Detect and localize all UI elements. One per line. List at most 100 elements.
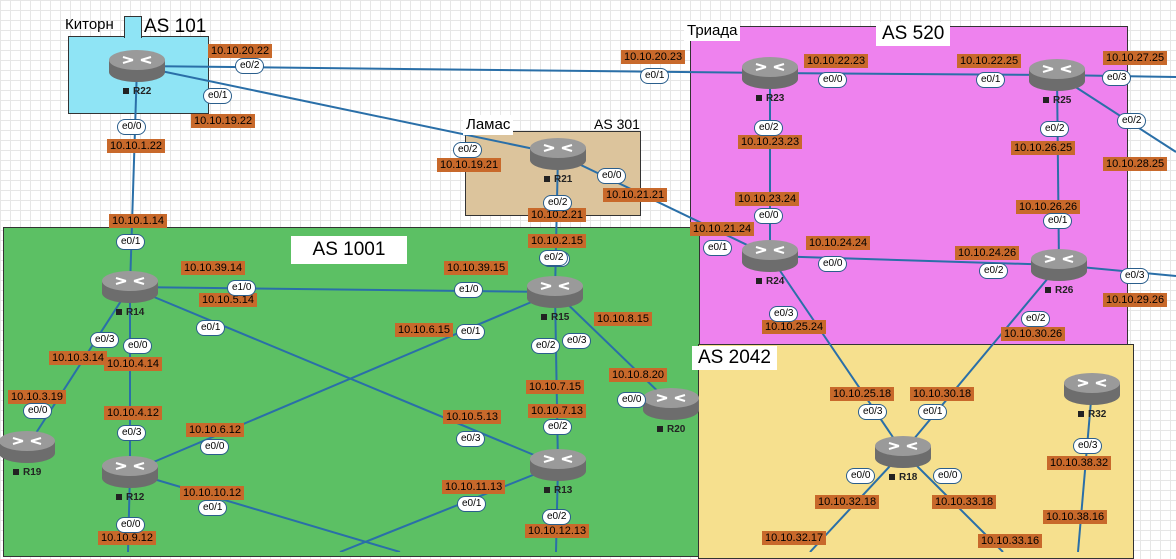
interface-badge: e0/0 [23, 403, 53, 419]
ip-address-label: 10.10.9.12 [98, 531, 156, 545]
ip-address-label: 10.10.5.14 [199, 293, 257, 307]
router-label-r14: R14 [116, 307, 144, 318]
router-label-r25: R25 [1043, 95, 1071, 106]
interface-badge: e0/0 [754, 208, 784, 224]
router-icon [530, 138, 586, 170]
zone-title-as301: AS 301 [594, 116, 640, 132]
interface-badge: e0/2 [453, 142, 483, 158]
router-icon [530, 449, 586, 481]
ip-address-label: 10.10.20.23 [621, 50, 686, 64]
interface-badge: e0/1 [1043, 213, 1073, 229]
link-r22-r23 [136, 65, 771, 74]
ip-address-label: 10.10.25.18 [830, 387, 895, 401]
ip-address-label: 10.10.28.25 [1103, 157, 1168, 171]
ip-address-label: 10.10.32.18 [815, 495, 880, 509]
ip-address-label: 10.10.10.12 [180, 486, 245, 500]
interface-badge: e0/0 [597, 168, 627, 184]
interface-badge: e0/3 [858, 404, 888, 420]
interface-badge: e0/1 [198, 500, 228, 516]
interface-badge: e0/3 [117, 425, 147, 441]
router-label-r21: R21 [544, 174, 572, 185]
interface-badge: e0/2 [979, 263, 1009, 279]
zone-title-as520: AS 520 [876, 22, 951, 46]
interface-badge: e0/3 [1102, 70, 1132, 86]
ip-address-label: 10.10.3.19 [8, 390, 66, 404]
ip-address-label: 10.10.1.22 [107, 139, 165, 153]
interface-badge: e0/0 [117, 119, 147, 135]
router-icon [742, 240, 798, 272]
ip-address-label: 10.10.2.15 [528, 234, 586, 248]
interface-badge: e0/3 [1073, 438, 1103, 454]
router-icon [527, 276, 583, 308]
zone-title-as101: AS 101 [144, 16, 207, 37]
router-label-r26: R26 [1045, 285, 1073, 296]
zone-title-as2042: AS 2042 [692, 346, 777, 370]
router-icon [643, 388, 699, 420]
ip-address-label: 10.10.39.14 [181, 261, 246, 275]
router-icon [1064, 373, 1120, 405]
link-r24-r18 [769, 255, 904, 453]
interface-badge: e0/0 [116, 517, 146, 533]
interface-badge: e0/2 [543, 195, 573, 211]
ip-address-label: 10.10.7.15 [526, 380, 584, 394]
interface-badge: e0/3 [562, 333, 592, 349]
ip-address-label: 10.10.4.12 [104, 406, 162, 420]
interface-badge: e0/3 [769, 306, 799, 322]
interface-badge: e0/3 [1120, 268, 1150, 284]
router-label-r18: R18 [889, 472, 917, 483]
router-icon [109, 50, 165, 82]
link-r25-r26 [1056, 74, 1060, 266]
ip-address-label: 10.10.20.22 [208, 44, 273, 58]
interface-badge: e0/3 [456, 431, 486, 447]
ip-address-label: 10.10.30.26 [1001, 327, 1066, 341]
link-r12-lower [129, 471, 401, 552]
interface-badge: e0/0 [818, 72, 848, 88]
ip-address-label: 10.10.11.13 [442, 480, 506, 494]
zone-sub-as301: Ламас [463, 115, 514, 135]
zone-sub-as101: Киторн [65, 16, 114, 33]
router-label-r24: R24 [756, 276, 784, 287]
interface-badge: e0/2 [1040, 121, 1070, 137]
ip-address-label: 10.10.1.14 [109, 214, 167, 228]
ip-address-label: 10.10.19.22 [191, 114, 256, 128]
ip-address-label: 10.10.33.18 [932, 495, 997, 509]
ip-address-label: 10.10.6.15 [395, 323, 453, 337]
ip-address-label: 10.10.38.16 [1043, 510, 1108, 524]
ip-address-label: 10.10.12.13 [525, 524, 590, 538]
ip-address-label: 10.10.22.23 [804, 54, 869, 68]
interface-badge: e0/2 [531, 338, 561, 354]
router-label-r22: R22 [123, 86, 151, 97]
interface-badge: e0/2 [539, 250, 569, 266]
link-r15-r20 [554, 291, 672, 405]
interface-badge: e0/0 [123, 338, 153, 354]
ip-address-label: 10.10.30.18 [910, 387, 975, 401]
interface-badge: e0/2 [1117, 113, 1147, 129]
link-r13-lower [339, 464, 559, 552]
link-r26-r18 [902, 264, 1060, 453]
interface-badge: e0/1 [116, 234, 146, 250]
ip-address-label: 10.10.29.26 [1103, 293, 1168, 307]
router-label-r15: R15 [541, 312, 569, 323]
router-label-r13: R13 [544, 485, 572, 496]
interface-badge: e0/2 [542, 509, 572, 525]
router-icon [742, 57, 798, 89]
interface-badge: e0/1 [457, 496, 487, 512]
interface-badge: e0/0 [200, 439, 230, 455]
interface-badge: e0/1 [918, 404, 948, 420]
zone-title-as1001: AS 1001 [291, 236, 407, 264]
link-r14-r13 [129, 286, 559, 466]
ip-address-label: 10.10.25.24 [762, 320, 827, 334]
ip-address-label: 10.10.38.32 [1047, 456, 1112, 470]
interface-badge: e0/3 [90, 332, 120, 348]
ip-address-label: 10.10.8.15 [594, 312, 652, 326]
ip-address-label: 10.10.4.14 [104, 357, 162, 371]
link-r14-r15 [129, 286, 556, 293]
ip-address-label: 10.10.5.13 [443, 410, 501, 424]
link-r22-r21 [136, 65, 559, 155]
interface-badge: e0/0 [818, 256, 848, 272]
interface-badge: e0/2 [235, 58, 265, 74]
ip-address-label: 10.10.26.26 [1016, 200, 1081, 214]
link-r22-r14 [129, 65, 138, 288]
ip-address-label: 10.10.23.24 [735, 192, 800, 206]
